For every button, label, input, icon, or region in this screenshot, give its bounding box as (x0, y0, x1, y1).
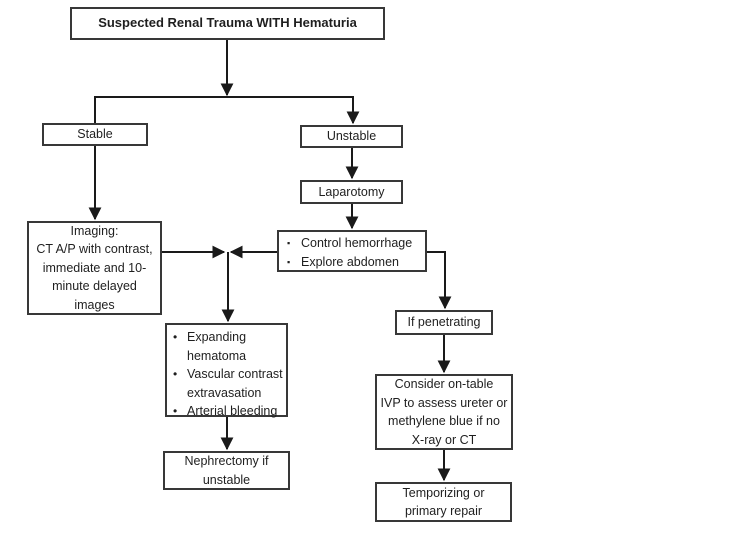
node-stable: Stable (42, 123, 148, 146)
findings-item-3: Arterial bleeding (187, 404, 278, 418)
connector-control-to-ifpenetrating (427, 251, 452, 310)
findings-item-1: Expanding hematoma (187, 330, 247, 363)
list-item: • Arterial bleeding (173, 402, 277, 421)
node-title-label: Suspected Renal Trauma WITH Hematuria (98, 15, 357, 31)
findings-item-2: Vascular contrast extravasation (187, 367, 283, 400)
round-bullet-icon: • (173, 330, 178, 344)
square-bullet-icon: ▪ (287, 257, 291, 267)
node-unstable: Unstable (300, 125, 403, 148)
node-unstable-label: Unstable (326, 129, 377, 144)
round-bullet-icon: • (173, 367, 178, 381)
node-nephrectomy: Nephrectomy if unstable (163, 451, 290, 490)
node-laparotomy: Laparotomy (300, 180, 403, 204)
node-title: Suspected Renal Trauma WITH Hematuria (70, 7, 385, 40)
list-item: ▪ Explore abdomen (287, 253, 399, 272)
node-temporizing-repair: Temporizing or primary repair (375, 482, 512, 522)
node-if-penetrating-label: If penetrating (407, 315, 481, 330)
node-findings: • Expanding hematoma • Vascular contrast… (165, 323, 288, 418)
node-control-hemorrhage: ▪ Control hemorrhage ▪ Explore abdomen (277, 230, 427, 272)
control-item-1: Control hemorrhage (301, 236, 413, 250)
node-stable-label: Stable (77, 127, 113, 142)
node-if-penetrating: If penetrating (395, 310, 493, 335)
node-laparotomy-label: Laparotomy (318, 184, 385, 199)
control-item-2: Explore abdomen (301, 255, 399, 269)
node-imaging: Imaging: CT A/P with contrast, immediate… (27, 221, 162, 315)
node-consider-ivp: Consider on-table IVP to assess ureter o… (375, 374, 513, 450)
list-item: ▪ Control hemorrhage (287, 234, 412, 253)
node-consider-ivp-label: Consider on-table IVP to assess ureter o… (380, 377, 508, 447)
list-item: • Vascular contrast extravasation (173, 365, 283, 402)
node-nephrectomy-label: Nephrectomy if unstable (184, 454, 269, 487)
node-temporizing-repair-label: Temporizing or primary repair (402, 485, 485, 519)
node-imaging-label: Imaging: CT A/P with contrast, immediate… (36, 223, 153, 312)
square-bullet-icon: ▪ (287, 238, 291, 248)
list-item: • Expanding hematoma (173, 328, 246, 365)
round-bullet-icon: • (173, 404, 178, 418)
